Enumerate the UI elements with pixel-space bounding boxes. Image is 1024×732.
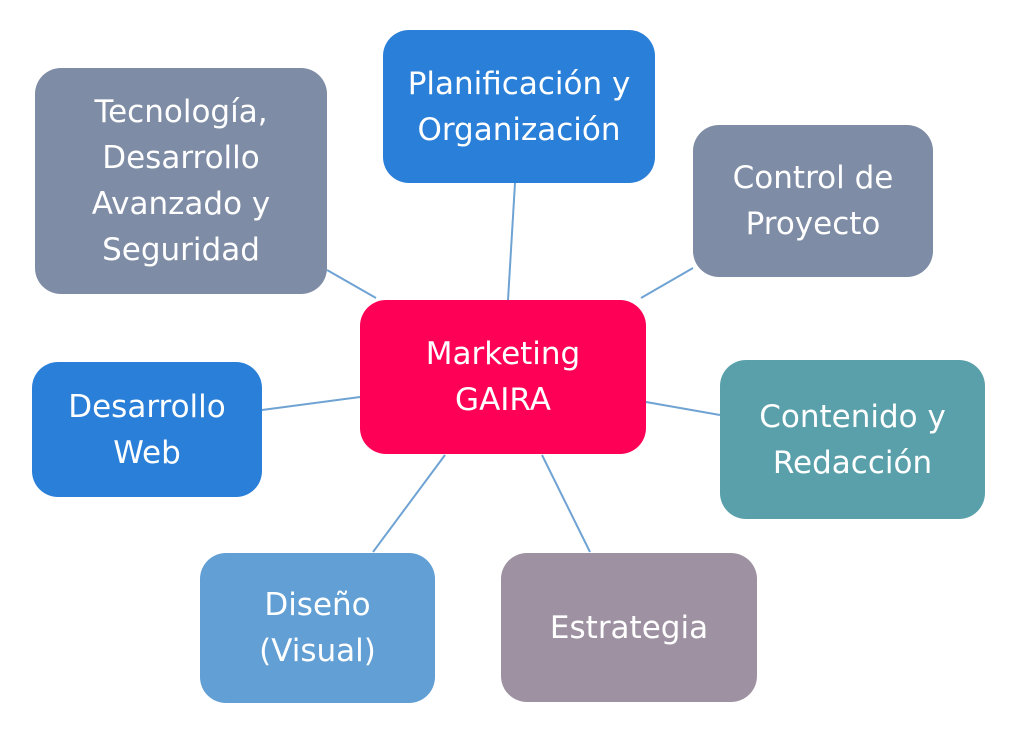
- node-text: Contenido y: [759, 398, 946, 435]
- link-planificacion: [507, 182, 516, 301]
- node-text: Seguridad: [102, 232, 260, 268]
- node-estrategia: Estrategia: [501, 553, 757, 702]
- node-text: Avanzado y: [91, 186, 271, 222]
- node-text: Estrategia: [549, 609, 709, 646]
- link-desarrollo-web: [261, 396, 361, 411]
- node-contenido: Contenido y Redacción: [720, 360, 985, 519]
- node-text: Planificación y: [407, 65, 631, 102]
- link-estrategia: [541, 454, 591, 553]
- node-text: Control de: [732, 160, 894, 196]
- node-text: Organización: [417, 111, 621, 148]
- node-control: Control de Proyecto: [693, 125, 933, 277]
- node-text: GAIRA: [455, 382, 551, 418]
- node-text: Redacción: [772, 444, 933, 481]
- node-text: Diseño: [264, 587, 371, 623]
- link-tecnologia: [326, 269, 377, 299]
- node-text: Marketing: [425, 336, 581, 372]
- node-text: Desarrollo: [102, 140, 260, 176]
- node-text: Desarrollo: [68, 388, 226, 425]
- link-contenido: [645, 401, 721, 416]
- node-text: Web: [113, 434, 181, 471]
- node-diseno: Diseño (Visual): [200, 553, 435, 703]
- link-control: [640, 267, 694, 299]
- node-text: (Visual): [259, 633, 376, 669]
- node-text: Proyecto: [745, 206, 881, 242]
- link-diseno: [372, 454, 446, 553]
- node-text: Tecnología,: [94, 94, 268, 130]
- node-planificacion: Planificación y Organización: [383, 30, 655, 183]
